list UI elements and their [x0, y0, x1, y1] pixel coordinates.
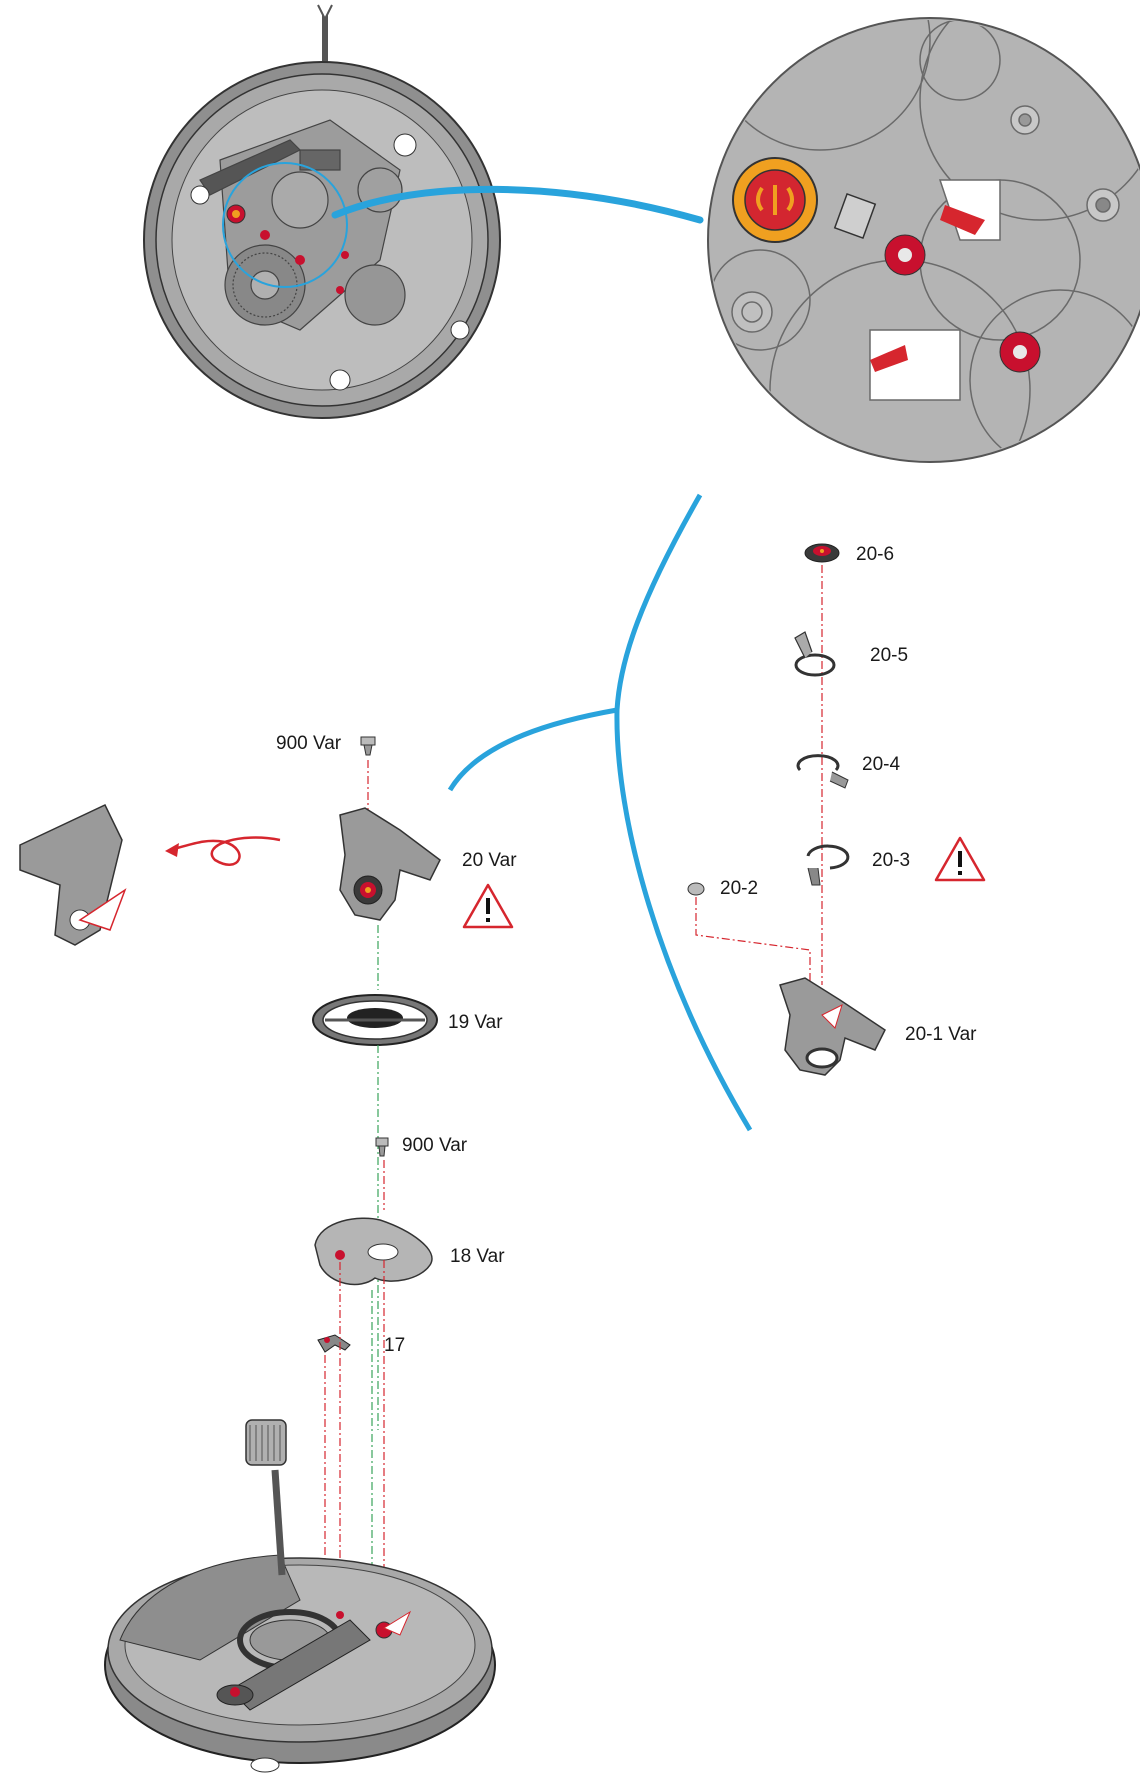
label-part-20-5: 20-5 — [870, 645, 909, 666]
part-20-4 — [796, 754, 849, 789]
label-screw-900-top: 900 Var — [276, 733, 342, 754]
label-balance-19: 19 Var — [448, 1012, 503, 1033]
movement-base — [104, 1419, 496, 1773]
label-screw-900-bottom: 900 Var — [402, 1135, 468, 1156]
label-part-20-1: 20-1 Var — [905, 1024, 977, 1045]
warning-triangle-icon — [934, 836, 986, 882]
screw-900-top — [360, 736, 376, 756]
part-17 — [317, 1334, 351, 1353]
label-bridge-18: 18 Var — [450, 1246, 505, 1267]
balance-wheel-19 — [312, 994, 438, 1046]
label-balance-cock-20: 20 Var — [462, 850, 517, 871]
label-part-20-2: 20-2 — [720, 878, 759, 899]
part-20-5 — [794, 631, 836, 677]
screw-900-bottom — [375, 1137, 389, 1157]
label-part-20-4: 20-4 — [862, 754, 901, 775]
label-part-17: 17 — [384, 1335, 406, 1356]
part-20-6 — [804, 543, 840, 563]
label-part-20-3: 20-3 — [872, 850, 911, 871]
part-20-1 — [779, 977, 886, 1076]
part-20-2 — [687, 882, 705, 896]
warning-triangle-icon — [462, 883, 514, 929]
part-20-3 — [806, 844, 850, 886]
balance-cock-flipped — [19, 804, 127, 946]
bridge-18 — [314, 1217, 433, 1286]
balance-cock-20 — [339, 807, 441, 921]
zoom-detail — [707, 17, 1140, 463]
rotate-arrow-icon — [165, 836, 281, 866]
movement-overview — [143, 4, 501, 419]
label-part-20-6: 20-6 — [856, 544, 895, 565]
